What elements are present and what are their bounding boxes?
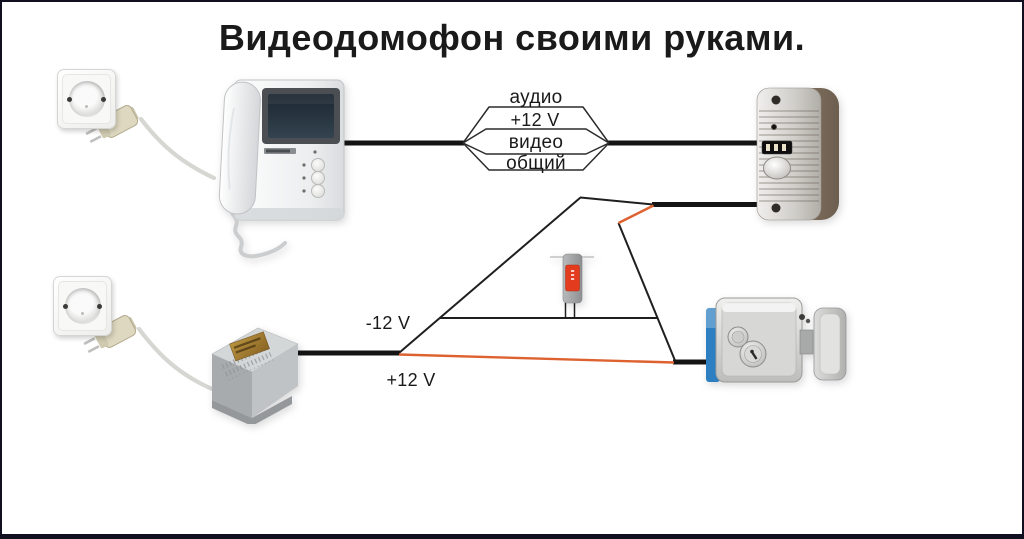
- keyhole-icon: [750, 349, 758, 360]
- nameplate-window: [761, 140, 793, 155]
- panel-screw-top: [771, 95, 781, 105]
- bundle-line-2: [462, 128, 610, 144]
- cable-label-video: видео: [508, 132, 564, 153]
- outlet-screw: [85, 105, 88, 108]
- intercom-monitor: [212, 76, 352, 266]
- orange-wires: [398, 204, 675, 364]
- bundle-line-3: [462, 142, 610, 155]
- power-plug-top-icon: [85, 105, 139, 144]
- monitor-power-cord: [138, 116, 217, 181]
- lock-screw-1: [799, 314, 805, 320]
- monitor-base-shade: [234, 208, 344, 220]
- cable-label-plus12: +12 V: [510, 110, 560, 130]
- lock-screw-2: [805, 318, 811, 324]
- outlet-recess: [64, 288, 101, 324]
- outlet-hole-right: [97, 303, 102, 309]
- door-station: [755, 86, 843, 222]
- cable-bundle-symbol: [462, 106, 610, 171]
- outlet-hole-left: [67, 96, 72, 102]
- monitor-buttons: [302, 158, 325, 198]
- cable-label-common: общий: [506, 153, 566, 174]
- bundle-line-1: [462, 106, 610, 144]
- exit-button: [547, 249, 597, 307]
- psu-to-panel-wire: [398, 196, 654, 354]
- psu-base: [212, 396, 292, 424]
- outlet-recess: [68, 81, 105, 117]
- wall-outlet-bottom: [53, 276, 112, 336]
- lock-latch: [799, 329, 814, 355]
- monitor-screen: [268, 94, 334, 138]
- power-cords: [136, 116, 217, 392]
- plus-wire-orange: [398, 353, 675, 364]
- page-title: Видеодомофон своими руками.: [218, 17, 806, 58]
- cable-label-audio: аудио: [509, 87, 563, 108]
- panel-ribs: [759, 106, 819, 204]
- call-button: [763, 156, 791, 180]
- wall-outlet-top: [57, 69, 116, 129]
- camera-lens-icon: [770, 124, 777, 131]
- outlet-screw: [81, 312, 84, 315]
- orange-jumper-wire: [617, 204, 655, 225]
- psu-label: [229, 331, 270, 362]
- outlet-hole-left: [63, 303, 68, 309]
- bundle-line-4: [462, 142, 610, 171]
- monitor-led: [313, 150, 317, 154]
- label-minus-12v: -12 V: [365, 313, 411, 333]
- power-supply-unit: [208, 322, 300, 424]
- outlet-hole-right: [101, 96, 106, 102]
- exit-button-marks: [571, 270, 575, 280]
- psu-power-cord: [136, 326, 215, 392]
- electric-lock: [700, 290, 850, 385]
- thin-wires: [398, 196, 676, 361]
- label-plus-12v: +12 V: [386, 370, 436, 390]
- handset: [218, 81, 261, 215]
- panel-screw-bottom: [771, 203, 781, 213]
- psu-right-face: [252, 344, 298, 418]
- panel-to-lock-wire: [617, 222, 676, 361]
- thick-wires: [284, 140, 764, 365]
